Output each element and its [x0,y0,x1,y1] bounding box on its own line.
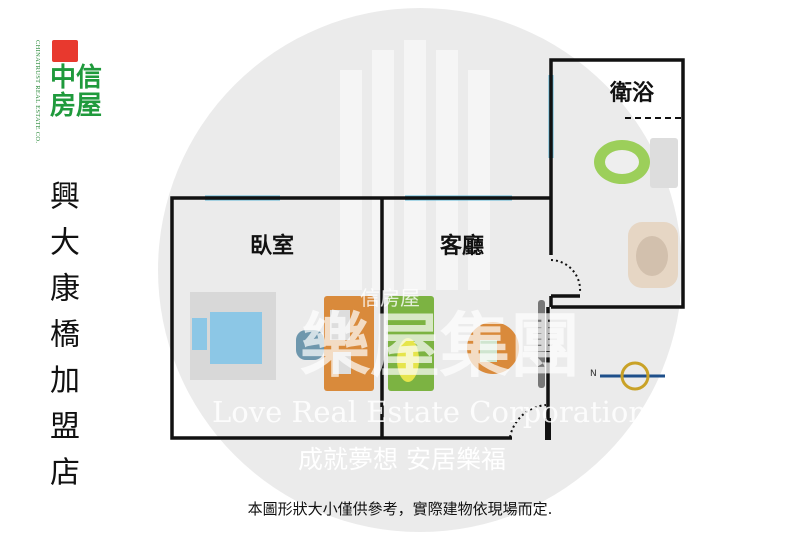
bed [190,292,276,380]
watermark-title: 樂屋集團 [300,305,580,387]
walls [170,58,685,440]
watermark-buildings [340,40,490,290]
room-label-bathroom: 衛浴 [610,81,655,106]
compass-north-label: N [590,369,597,379]
store-name: 興大康橋加盟店 [44,180,79,502]
tv [538,300,545,388]
coffee-table [467,322,519,374]
watermark-english: Love Real Estate Corporation [212,395,648,429]
compass-icon [600,361,665,391]
watermark-sub: 信房屋 [360,286,420,310]
desk [324,296,374,391]
room-label-bedroom: 臥室 [250,234,295,259]
desk-chair [296,330,324,360]
room-label-living-room: 客廳 [440,234,485,259]
logo-chinese: 中信房屋 [50,63,103,121]
toilet [594,138,678,188]
logo-mark-icon [52,40,78,62]
sofa [388,296,434,391]
door-swings [509,117,683,438]
sink [628,222,678,288]
disclaimer: 本圖形狀大小僅供參考，實際建物依現場而定. [247,500,553,518]
watermark-slogan: 成就夢想 安居樂福 [298,445,506,474]
logo-english: CHINATRUST REAL ESTATE CO. [34,40,41,144]
